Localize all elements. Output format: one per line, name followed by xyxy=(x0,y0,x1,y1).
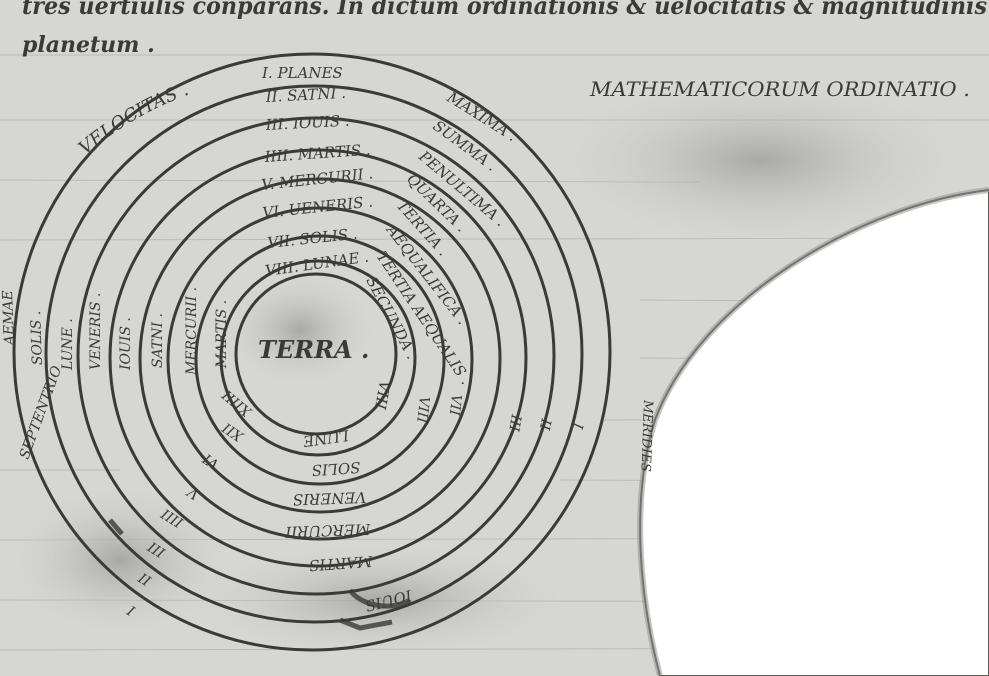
left-label-6: SATNI . xyxy=(150,313,166,368)
header-line-2: planetum . xyxy=(22,32,155,58)
right-numeral-4: II xyxy=(536,416,554,432)
ink-stain xyxy=(180,540,580,660)
lower-label-3: SOLIS xyxy=(311,458,361,479)
orbit-rings xyxy=(12,52,612,652)
right-numeral-5: I xyxy=(569,420,586,431)
left-planet-labels: AEMAE SOLIS . LUNE . VENERIS . IOUIS . S… xyxy=(0,287,230,376)
lower-label-4: VENERIS xyxy=(293,488,367,509)
left-label-1: AEMAE xyxy=(0,290,18,348)
orbit-ring-8 xyxy=(219,259,417,457)
ring-name-3: III. IOUIS . xyxy=(264,112,350,134)
orbit-ring-7 xyxy=(194,234,446,486)
left-label-5: IOUIS . xyxy=(118,317,134,371)
lower-label-5: MERCURII xyxy=(284,520,372,541)
left-label-3: LUNE . xyxy=(60,318,76,371)
right-numeral-2: VII xyxy=(446,394,464,417)
left-label-2: SOLIS . xyxy=(28,311,46,366)
center-label-terra: TERRA . xyxy=(258,335,369,364)
right-numeral-1: VIII xyxy=(413,396,432,425)
right-numeral-3: III xyxy=(505,412,524,433)
ring-name-1: I. PLANES xyxy=(261,64,343,82)
right-numerals: VIII VII III II I xyxy=(413,394,586,433)
left-label-4: VENERIS . xyxy=(88,293,104,370)
orbit-ring-4 xyxy=(108,148,528,568)
ink-stain xyxy=(0,480,240,640)
orbit-ring-1 xyxy=(12,52,612,652)
ring-name-2: II. SATNI . xyxy=(264,84,346,106)
lower-label-6: MARTIS xyxy=(308,552,374,574)
ink-stain xyxy=(540,70,980,250)
header-line-1: tres uertiulis conparans. In dictum ordi… xyxy=(22,0,987,20)
torn-edge-shadow xyxy=(637,187,989,676)
left-label-7: MERCURII . xyxy=(184,287,200,376)
right-title: MATHEMATICORUM ORDINATIO . xyxy=(589,77,970,101)
orbit-ring-6 xyxy=(166,206,474,514)
side-mark-right: MERIDIES xyxy=(637,399,655,472)
orbit-ring-9 xyxy=(234,272,398,436)
lower-label-1: VIII xyxy=(371,379,394,411)
orbit-ring-2 xyxy=(44,84,584,624)
orbit-ring-5 xyxy=(138,177,502,541)
left-label-8: MARTIS . xyxy=(214,300,230,369)
orbit-ring-3 xyxy=(76,116,556,596)
ink-strokes xyxy=(108,518,412,631)
ink-stain xyxy=(220,270,380,390)
